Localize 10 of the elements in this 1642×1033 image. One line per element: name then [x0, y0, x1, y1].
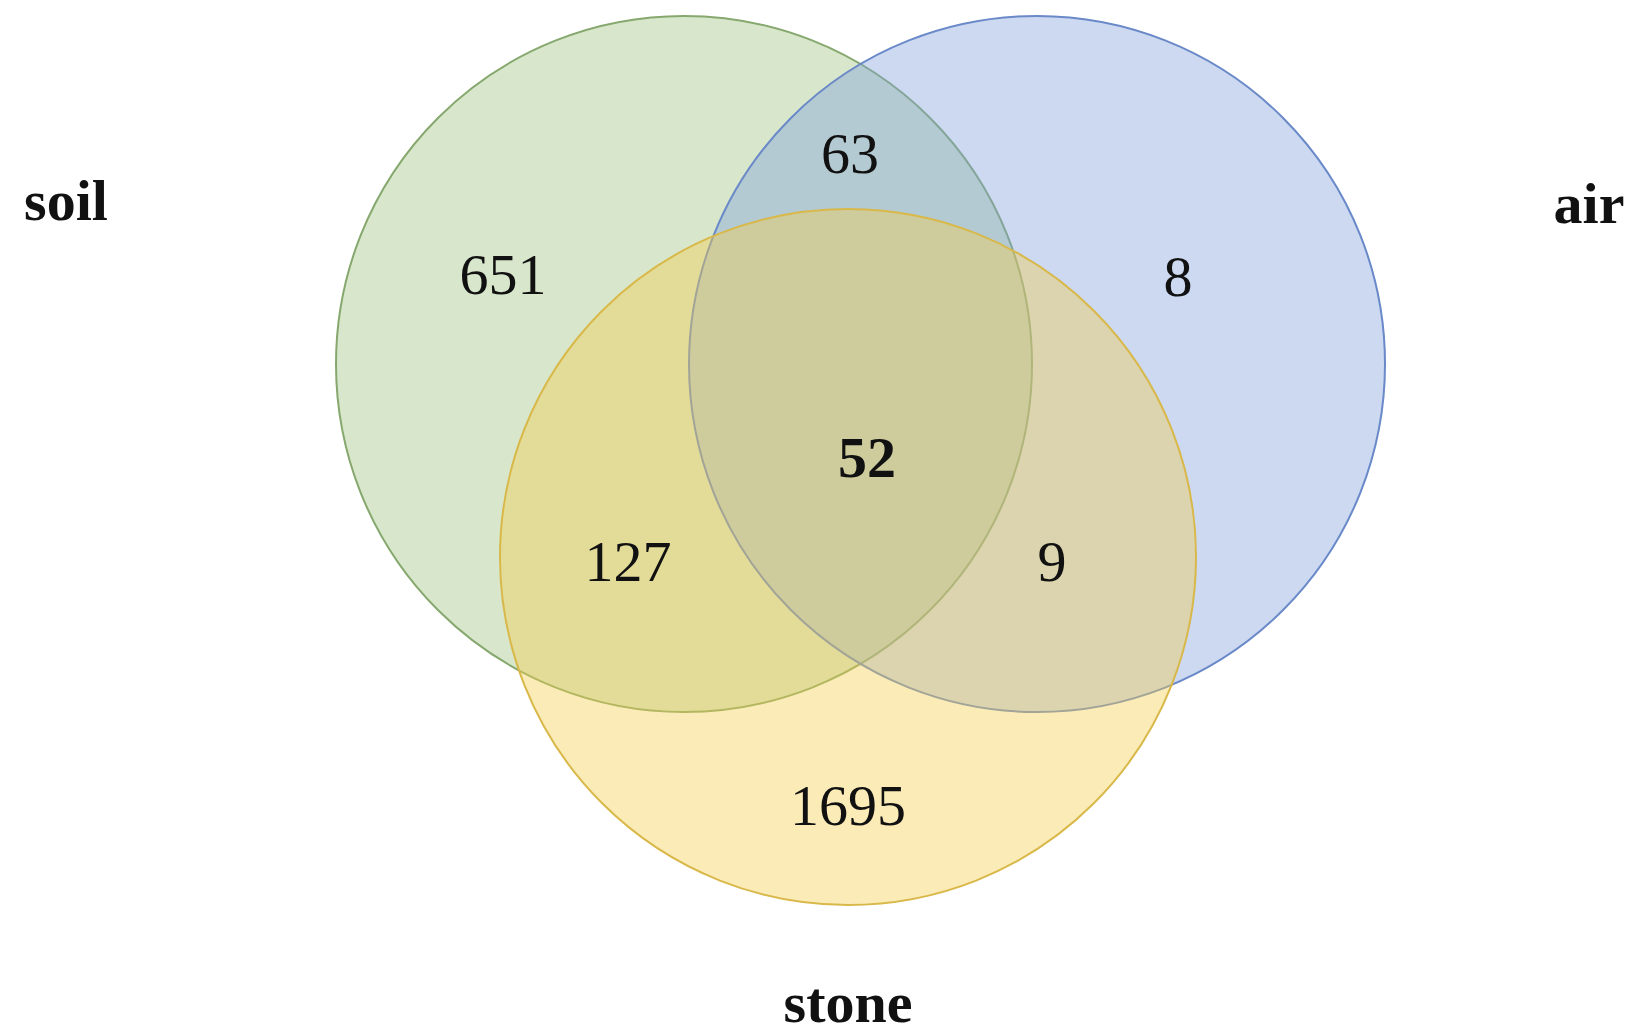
count-label: 1695 [790, 777, 906, 835]
count-label: 9 [1037, 533, 1067, 591]
count-label: 127 [584, 533, 672, 591]
count-label: 63 [821, 125, 879, 183]
set-label: air [1553, 175, 1625, 233]
set-label: stone [783, 974, 913, 1032]
count-label: 8 [1163, 248, 1193, 306]
set-label: soil [24, 172, 108, 230]
count-label: 651 [459, 246, 547, 304]
count-label: 52 [838, 429, 896, 487]
